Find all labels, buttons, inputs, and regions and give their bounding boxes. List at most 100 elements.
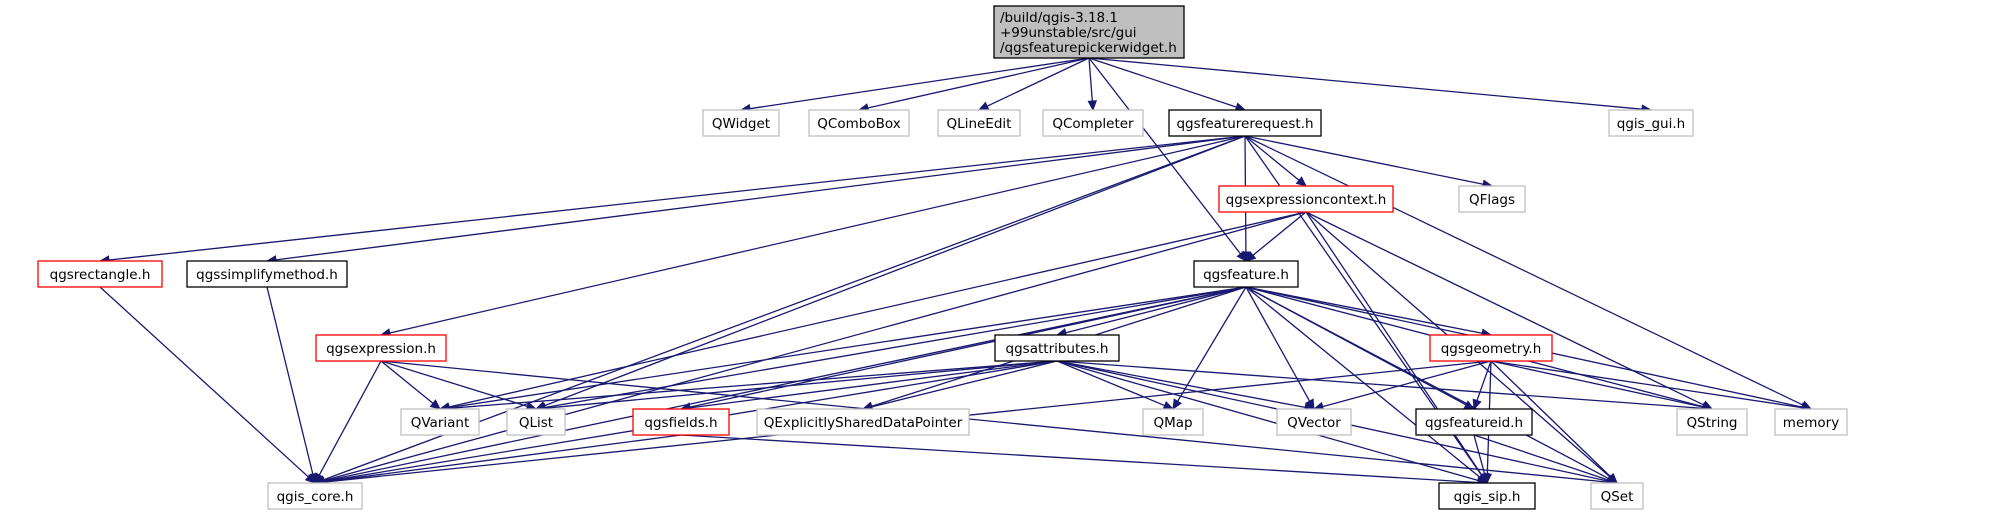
node-memory[interactable]: memory	[1774, 408, 1848, 436]
edge-qgsfeature-to-qvariant	[448, 286, 1247, 409]
edge-qgsexpression-to-qgis_core	[318, 360, 382, 476]
node-qcombobox[interactable]: QComboBox	[808, 109, 910, 137]
edges-layer	[98, 57, 1813, 488]
edge-qgsfeature-to-qmap	[1177, 286, 1247, 402]
svg-text:qgis_sip.h: qgis_sip.h	[1454, 489, 1521, 505]
edge-qgsattributes-to-qlist	[544, 360, 1058, 409]
edge-qgsexpression-to-qset	[380, 360, 1609, 483]
edge-qgsexpression-to-qlist	[380, 360, 528, 407]
node-qexplicitlyshareddatapointer[interactable]: QExplicitlySharedDataPointer	[756, 408, 970, 436]
node-qflags[interactable]: QFlags	[1458, 185, 1526, 213]
svg-text:qgsattributes.h: qgsattributes.h	[1006, 341, 1109, 357]
svg-text:qgsfields.h: qgsfields.h	[644, 415, 717, 431]
svg-text:qgsfeatureid.h: qgsfeatureid.h	[1425, 415, 1523, 431]
node-qgsrectangle[interactable]: qgsrectangle.h	[37, 260, 163, 288]
node-qlist[interactable]: QList	[506, 408, 566, 436]
svg-text:qgis_core.h: qgis_core.h	[277, 489, 354, 505]
node-qgis-core[interactable]: qgis_core.h	[267, 482, 363, 510]
node-qvector[interactable]: QVector	[1276, 408, 1352, 436]
svg-text:qgssimplifymethod.h: qgssimplifymethod.h	[196, 267, 338, 283]
arrowhead-qgsgeometry-to-qgsfeatureid	[1472, 398, 1482, 411]
edge-qgssimplifymethod-to-qgis_core	[266, 286, 314, 475]
svg-text:QComboBox: QComboBox	[817, 116, 900, 132]
node-qgsfeature[interactable]: qgsfeature.h	[1193, 260, 1299, 288]
edge-qgsattributes-to-qvector	[1056, 360, 1306, 408]
edge-qgsfields-to-qgis_core	[323, 434, 682, 483]
arrowhead-qgsexpressioncontext-to-qgsfeature	[1245, 251, 1257, 262]
svg-text:qgsrectangle.h: qgsrectangle.h	[50, 267, 151, 283]
node-qgsexpression[interactable]: qgsexpression.h	[315, 334, 447, 362]
edge-qgsfeature-to-qgis_core	[323, 286, 1247, 482]
edge-root-to-qgsfeature	[1088, 57, 1242, 255]
edge-root-to-qgis_gui	[1088, 57, 1643, 110]
edge-qgsrectangle-to-qgis_core	[99, 286, 309, 478]
edge-qgsfeaturerequest-to-qgssimplifymethod	[275, 135, 1246, 261]
arrowhead-qgsattributes-to-qmap	[1162, 400, 1175, 410]
arrowhead-root-to-qcompleter	[1087, 100, 1098, 112]
edge-qgsexpression-to-qvariant	[380, 360, 434, 404]
edge-root-to-qwidget	[749, 57, 1090, 110]
edge-root-to-qgsfeaturerequest	[1088, 57, 1237, 108]
edge-qgsfeatureid-to-qset	[1473, 434, 1609, 481]
node-qmap[interactable]: QMap	[1142, 408, 1204, 436]
svg-text:QString: QString	[1687, 415, 1738, 431]
node-qgis-sip[interactable]: qgis_sip.h	[1438, 482, 1536, 510]
node-qgsgeometry[interactable]: qgsgeometry.h	[1429, 334, 1553, 362]
svg-text:qgsexpression.h: qgsexpression.h	[326, 341, 436, 357]
edge-root-to-qcombobox	[867, 57, 1090, 109]
svg-text:QCompleter: QCompleter	[1052, 116, 1134, 132]
node-qvariant[interactable]: QVariant	[400, 408, 480, 436]
edge-root-to-qlineedit	[986, 57, 1090, 107]
edge-qgsfeature-to-qgis_sip	[1245, 286, 1481, 478]
node-root[interactable]: /build/qgis-3.18.1 +99unstable/src/gui /…	[993, 5, 1185, 59]
node-qlineedit[interactable]: QLineEdit	[937, 109, 1021, 137]
edge-qgsgeometry-to-qstring	[1490, 360, 1704, 408]
svg-text:qgsexpressioncontext.h: qgsexpressioncontext.h	[1226, 192, 1387, 208]
edge-qgsfeature-to-qset	[1245, 286, 1610, 480]
svg-text:QMap: QMap	[1153, 415, 1192, 431]
edge-qgsfeaturerequest-to-qlist	[544, 135, 1246, 407]
edge-qgsattributes-to-qexplicitly	[871, 360, 1058, 408]
svg-text:memory: memory	[1783, 415, 1839, 431]
edge-qgsfields-to-qgis_sip	[680, 434, 1479, 484]
node-qgsexpressioncontext[interactable]: qgsexpressioncontext.h	[1218, 185, 1394, 213]
svg-text:QVariant: QVariant	[411, 415, 470, 431]
edge-qgsexpressioncontext-to-qstring	[1305, 211, 1705, 406]
edge-qgsfeaturerequest-to-qgsrectangle	[108, 135, 1246, 261]
svg-text:+99unstable/src/gui: +99unstable/src/gui	[1000, 25, 1137, 41]
svg-text:QVector: QVector	[1287, 415, 1341, 431]
svg-text:QWidget: QWidget	[712, 116, 770, 132]
node-qset[interactable]: QSet	[1590, 482, 1644, 510]
node-qstring[interactable]: QString	[1676, 408, 1748, 436]
edge-qgsexpressioncontext-to-qvariant	[448, 211, 1307, 408]
arrowhead-qgsfeaturerequest-to-qgsexpressioncontext	[1295, 176, 1307, 187]
edge-root-to-qcompleter	[1088, 57, 1093, 102]
edge-qgsgeometry-to-memory	[1490, 360, 1803, 409]
edge-qgsattributes-to-qvariant	[448, 360, 1058, 409]
svg-text:qgsgeometry.h: qgsgeometry.h	[1441, 341, 1542, 357]
edge-qgsattributes-to-qmap	[1056, 360, 1165, 407]
svg-text:/build/qgis-3.18.1: /build/qgis-3.18.1	[1000, 10, 1118, 26]
edge-qgsfeatureid-to-qgis_sip	[1473, 434, 1486, 475]
edge-qgsfeaturerequest-to-memory	[1244, 135, 1804, 406]
node-qgsfields[interactable]: qgsfields.h	[632, 408, 730, 436]
svg-text:QLineEdit: QLineEdit	[947, 116, 1012, 132]
node-qgssimplifymethod[interactable]: qgssimplifymethod.h	[186, 260, 348, 288]
node-qgsfeaturerequest[interactable]: qgsfeaturerequest.h	[1168, 109, 1322, 137]
edge-qgsfeaturerequest-to-qgsexpressioncontext	[1244, 135, 1300, 181]
node-qwidget[interactable]: QWidget	[702, 109, 780, 137]
node-qgsfeatureid[interactable]: qgsfeatureid.h	[1415, 408, 1533, 436]
arrowhead-qgsfeatureid-to-qgis_sip	[1479, 472, 1490, 485]
edge-qgsattributes-to-qgis_sip	[1056, 360, 1479, 482]
node-qgsattributes[interactable]: qgsattributes.h	[994, 334, 1120, 362]
edge-qgsfeaturerequest-to-qflags	[1244, 135, 1484, 185]
svg-text:QSet: QSet	[1601, 489, 1634, 505]
arrowhead-root-to-qlineedit	[977, 101, 990, 111]
node-qcompleter[interactable]: QCompleter	[1042, 109, 1144, 137]
edge-qgsgeometry-to-qvector	[1322, 360, 1492, 408]
node-qgis-gui[interactable]: qgis_gui.h	[1608, 109, 1694, 137]
arrowhead-qgsexpression-to-qvariant	[429, 399, 441, 410]
edge-qgsgeometry-to-qset	[1490, 360, 1611, 478]
edge-qgsfeaturerequest-to-qgsexpression	[389, 135, 1246, 334]
